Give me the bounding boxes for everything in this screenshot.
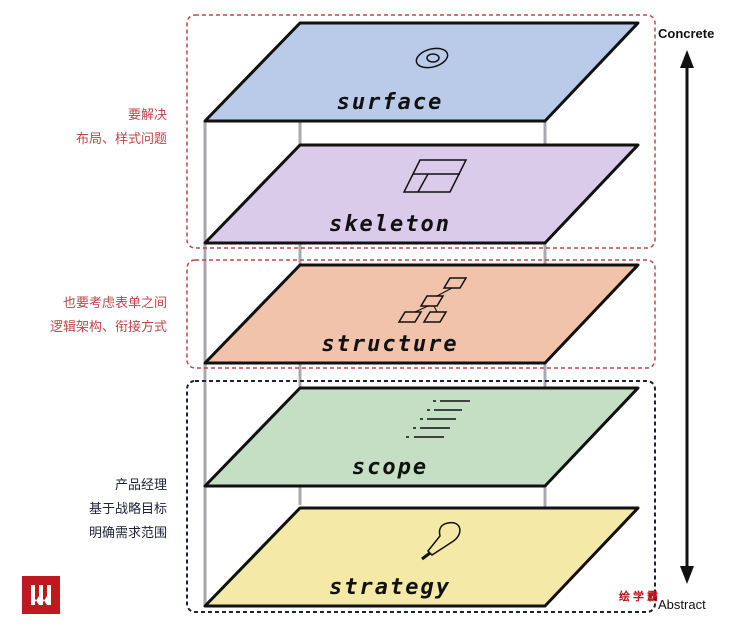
note-middle: 也要考虑表单之间 逻辑架构、衔接方式 [50, 292, 167, 340]
plane-skeleton: skeleton [203, 143, 640, 245]
plane-surface-shape [203, 263, 640, 365]
plane-structure: structure [203, 263, 640, 365]
note-line: 产品经理 [114, 478, 167, 493]
plane-scope: scope [203, 386, 640, 488]
note-line: 也要考虑表单之间 [62, 296, 167, 311]
group-box-scope-strategy [186, 380, 656, 613]
lightbulb-icon [421, 521, 461, 561]
note-line: 布局、样式问题 [75, 132, 167, 147]
eye-icon [415, 47, 449, 69]
note-line: 要解决 [127, 108, 167, 123]
plane-label: skeleton [329, 212, 451, 237]
plane-surface-shape [203, 21, 640, 123]
plane-label: surface [337, 90, 444, 115]
wireframe-icon [402, 159, 468, 193]
plane-label: scope [352, 455, 428, 480]
concrete-label: Concrete [658, 26, 715, 41]
note-line: 基于战略目标 [88, 502, 167, 517]
list-icon [406, 400, 470, 438]
note-bottom: 产品经理 基于战略目标 明确需求范围 [89, 474, 167, 546]
watermark: 绘学霸 [619, 590, 661, 603]
plane-surface-shape [203, 506, 640, 608]
note-line: 明确需求范围 [88, 526, 167, 541]
plane-surface: surface [203, 21, 640, 123]
abstract-label: Abstract [658, 597, 706, 612]
logo-w-icon [31, 585, 51, 605]
plane-label: structure [321, 332, 458, 357]
logo [22, 576, 60, 614]
group-box-surface-skeleton [186, 14, 656, 249]
group-box-structure [186, 259, 656, 369]
plane-surface-shape [203, 143, 640, 245]
note-top: 要解决 布局、样式问题 [76, 104, 167, 152]
concrete-abstract-arrow [680, 50, 694, 584]
sitemap-icon [397, 277, 468, 323]
note-line: 逻辑架构、衔接方式 [49, 320, 167, 335]
plane-label: strategy [329, 575, 451, 600]
plane-strategy: strategy [203, 506, 640, 608]
